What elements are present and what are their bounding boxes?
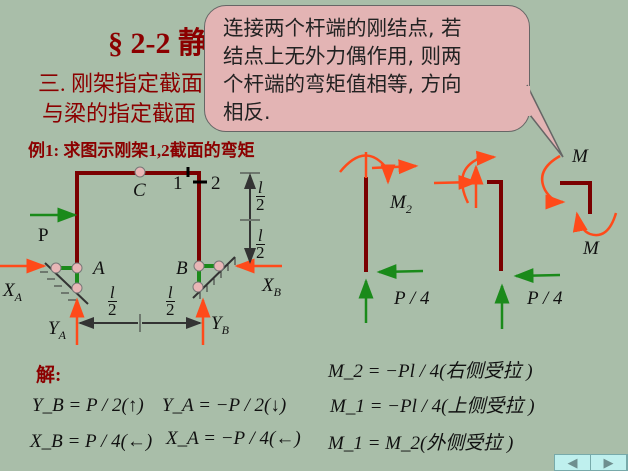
equation: M_2 = −Pl / 4(右侧受拉 ): [328, 361, 533, 382]
section-heading-line2: 与梁的指定截面: [42, 101, 197, 126]
section-2-label: 2: [211, 173, 221, 194]
equation: Y_B = P / 2(↑): [32, 395, 144, 416]
free-body-column-2: [487, 180, 503, 271]
XA-label: XA: [3, 280, 22, 305]
support-B-label: B: [176, 258, 188, 279]
M-top-label: M: [572, 146, 588, 167]
section-heading: 三. 刚架指定截面: [38, 71, 204, 96]
free-body-joint: [560, 181, 592, 214]
support-A-label: A: [93, 258, 105, 279]
next-slide-button[interactable]: ▶: [591, 455, 627, 470]
solution-label: 解:: [36, 365, 62, 386]
P4-left-label: P / 4: [394, 288, 430, 309]
XA-symbol: X: [3, 280, 15, 301]
YB-label: YB: [211, 313, 229, 338]
equation: M_1 = M_2(外侧受拉 ): [328, 433, 514, 454]
load-P-label: P: [38, 225, 49, 246]
equation: X_B = P / 4(←): [30, 431, 153, 452]
callout-line: 连接两个杆端的刚结点, 若: [223, 16, 462, 40]
page-title: § 2-2 静: [108, 27, 208, 60]
YA-label: YA: [48, 318, 66, 343]
P4-right-label: P / 4: [527, 288, 563, 309]
YB-symbol: Y: [211, 313, 222, 334]
M-bottom-label: M: [583, 238, 599, 259]
callout-line: 个杆端的弯矩值相等, 方向: [223, 72, 462, 96]
callout-line: 相反.: [223, 100, 271, 124]
hinge-C-label: C: [133, 180, 146, 201]
section-1-label: 1: [173, 173, 183, 194]
equation: Y_A = −P / 2(↓): [162, 395, 287, 416]
slide-navigation: ◀ ▶: [554, 454, 628, 471]
YB-subscript: B: [221, 322, 229, 337]
equation: M_1 = −Pl / 4(上侧受拉 ): [330, 396, 535, 417]
XB-label: XB: [262, 275, 281, 300]
hinges: [50, 166, 225, 294]
example-text: 例1: 求图示刚架1,2截面的弯矩: [28, 141, 255, 160]
callout-line: 结点上无外力偶作用, 则两: [223, 44, 462, 68]
XB-symbol: X: [262, 275, 274, 296]
support-B-hatch: [199, 257, 236, 299]
XA-subscript: A: [14, 289, 22, 304]
YA-symbol: Y: [48, 318, 59, 339]
YA-subscript: A: [58, 327, 66, 342]
M2-label: M2: [390, 192, 412, 216]
callout-note: 连接两个杆端的刚结点, 若 结点上无外力偶作用, 则两 个杆端的弯矩值相等, 方…: [204, 5, 530, 132]
equation: X_A = −P / 4(←): [166, 428, 301, 449]
XB-subscript: B: [273, 284, 281, 299]
previous-slide-button[interactable]: ◀: [555, 455, 591, 470]
